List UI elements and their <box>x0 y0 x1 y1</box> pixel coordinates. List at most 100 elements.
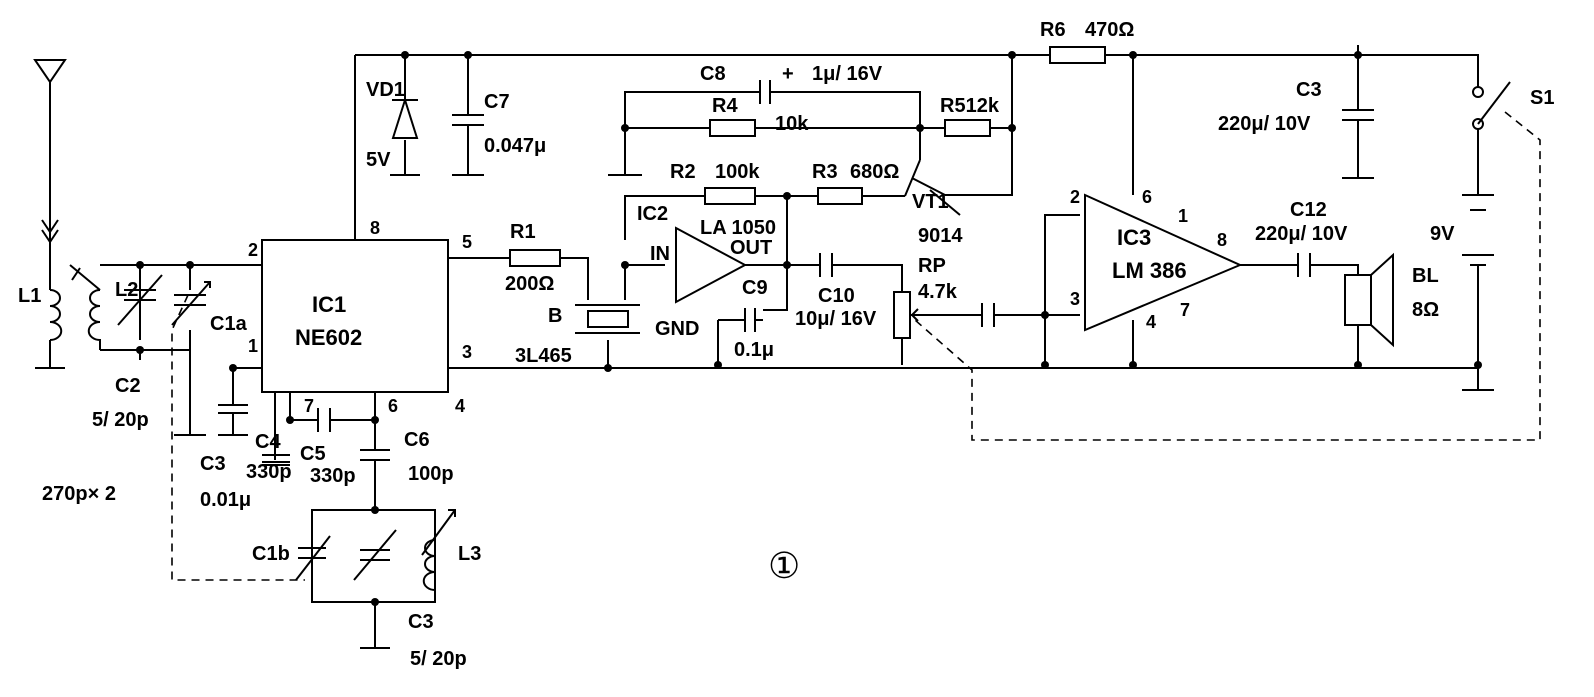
ic3-pin-4: 4 <box>1146 312 1156 332</box>
gang-links <box>171 111 1541 581</box>
c8-plus: + <box>782 63 794 85</box>
resistors: R1 200Ω R2 100k R3 680Ω R4 10k R512k R6 … <box>505 19 1134 339</box>
battery-value: 9V <box>1430 223 1455 245</box>
r3-value: 680Ω <box>850 161 899 183</box>
c8-label: C8 <box>700 63 726 85</box>
c4-value: 330p <box>246 461 292 483</box>
ic3-pin-7: 7 <box>1180 300 1190 320</box>
c7-label: C7 <box>484 91 510 113</box>
c8-value: 1μ/ 16V <box>812 63 883 85</box>
ic1-pin-3: 3 <box>462 342 472 362</box>
c6-label: C6 <box>404 429 430 451</box>
ic3-pin-1: 1 <box>1178 206 1188 226</box>
l2-label: L2 <box>115 279 138 301</box>
vt1-part: 9014 <box>918 225 963 247</box>
bl-value: 8Ω <box>1412 299 1439 321</box>
ic1-pin-4: 4 <box>455 396 465 416</box>
r6-label: R6 <box>1040 19 1066 41</box>
s1-label: S1 <box>1530 87 1554 109</box>
speaker-bl: BL 8Ω <box>1344 252 1439 348</box>
r4-label: R4 <box>712 95 738 117</box>
ic3-pin-8: 8 <box>1217 230 1227 250</box>
c1b-label: C1b <box>252 543 290 565</box>
b-value: 3L465 <box>515 345 572 367</box>
l1-label: L1 <box>18 285 41 307</box>
c3b-value: 5/ 20p <box>410 648 467 670</box>
c12-value: 220μ/ 10V <box>1255 223 1348 245</box>
figure-number: ① <box>768 545 800 586</box>
ic3-pin-6: 6 <box>1142 187 1152 207</box>
ic1-pin-1: 1 <box>248 336 258 356</box>
r1-value: 200Ω <box>505 273 554 295</box>
vd1-value: 5V <box>366 149 391 171</box>
c3a-value: 0.01μ <box>200 489 251 511</box>
c12-label: C12 <box>1290 199 1327 221</box>
filter-b: B 3L465 <box>515 304 640 367</box>
switch-s1: S1 <box>1472 81 1554 130</box>
ic1-pin-7: 7 <box>304 396 314 416</box>
c3c-value: 220μ/ 10V <box>1218 113 1311 135</box>
r2-value: 100k <box>715 161 760 183</box>
c2-label: C2 <box>115 375 141 397</box>
c3c-label: C3 <box>1296 79 1322 101</box>
r4-value: 10k <box>775 113 809 135</box>
c3b-label: C3 <box>408 611 434 633</box>
l3-label: L3 <box>458 543 481 565</box>
c1-value: 270p× 2 <box>42 483 116 505</box>
battery-9v: 9V <box>1430 194 1494 266</box>
b-label: B <box>548 305 562 327</box>
ic1-part: NE602 <box>295 325 362 350</box>
r2-body <box>704 187 756 205</box>
antenna <box>33 59 67 265</box>
c5-label: C5 <box>300 443 326 465</box>
ic1-label: IC1 <box>312 292 346 317</box>
rp-body <box>893 291 911 339</box>
ic2-la1050: IC2 LA 1050 IN OUT GND <box>637 203 776 340</box>
ic2-label: IC2 <box>637 203 668 225</box>
c7-value: 0.047μ <box>484 135 546 157</box>
rp-label: RP <box>918 255 946 277</box>
inductors: L1 L2 L3 <box>18 264 481 591</box>
c10-label: C10 <box>818 285 855 307</box>
c10-value: 10μ/ 16V <box>795 308 877 330</box>
ic2-out-label: OUT <box>730 237 772 259</box>
ic1-pin-2: 2 <box>248 240 258 260</box>
c9-label: C9 <box>742 277 768 299</box>
r6-value: 470Ω <box>1085 19 1134 41</box>
rp-value: 4.7k <box>918 281 958 303</box>
vt1-transistor: VT1 9014 <box>904 159 963 247</box>
r5-body <box>944 119 991 137</box>
ic1-pin-8: 8 <box>370 218 380 238</box>
ic2-in-label: IN <box>650 243 670 265</box>
c2-value: 5/ 20p <box>92 409 149 431</box>
ic3-lm386: IC3 LM 386 6 1 8 2 3 4 7 <box>1070 187 1243 332</box>
junctions <box>136 51 1482 606</box>
ic3-part: LM 386 <box>1112 258 1187 283</box>
ic3-pin-3: 3 <box>1070 289 1080 309</box>
capacitors: C7 0.047μ C8 + 1μ/ 16V C9 0.1μ C10 10μ/ … <box>42 63 1374 670</box>
r5-label: R512k <box>940 95 1000 117</box>
r2-label: R2 <box>670 161 696 183</box>
r6-body <box>1049 46 1106 64</box>
bl-label: BL <box>1412 265 1439 287</box>
ic2-gnd-label: GND <box>655 318 699 340</box>
r4-body <box>709 119 756 137</box>
ic2-part: LA 1050 <box>700 217 776 239</box>
ic1-pin-5: 5 <box>462 232 472 252</box>
r3-label: R3 <box>812 161 838 183</box>
c3a-label: C3 <box>200 453 226 475</box>
r1-label: R1 <box>510 221 536 243</box>
r1-body <box>509 249 561 267</box>
ic1-ne602: IC1 NE602 8 5 2 1 3 7 6 4 <box>248 218 472 416</box>
c9-value: 0.1μ <box>734 339 774 361</box>
r3-body <box>817 187 863 205</box>
c4-label: C4 <box>255 431 281 453</box>
ic1-pin-6: 6 <box>388 396 398 416</box>
c1a-label: C1a <box>210 313 248 335</box>
vd1-label: VD1 <box>366 79 405 101</box>
c5-value: 330p <box>310 465 356 487</box>
ic3-pin-2: 2 <box>1070 187 1080 207</box>
ic3-label: IC3 <box>1117 225 1151 250</box>
vt1-label: VT1 <box>912 191 949 213</box>
